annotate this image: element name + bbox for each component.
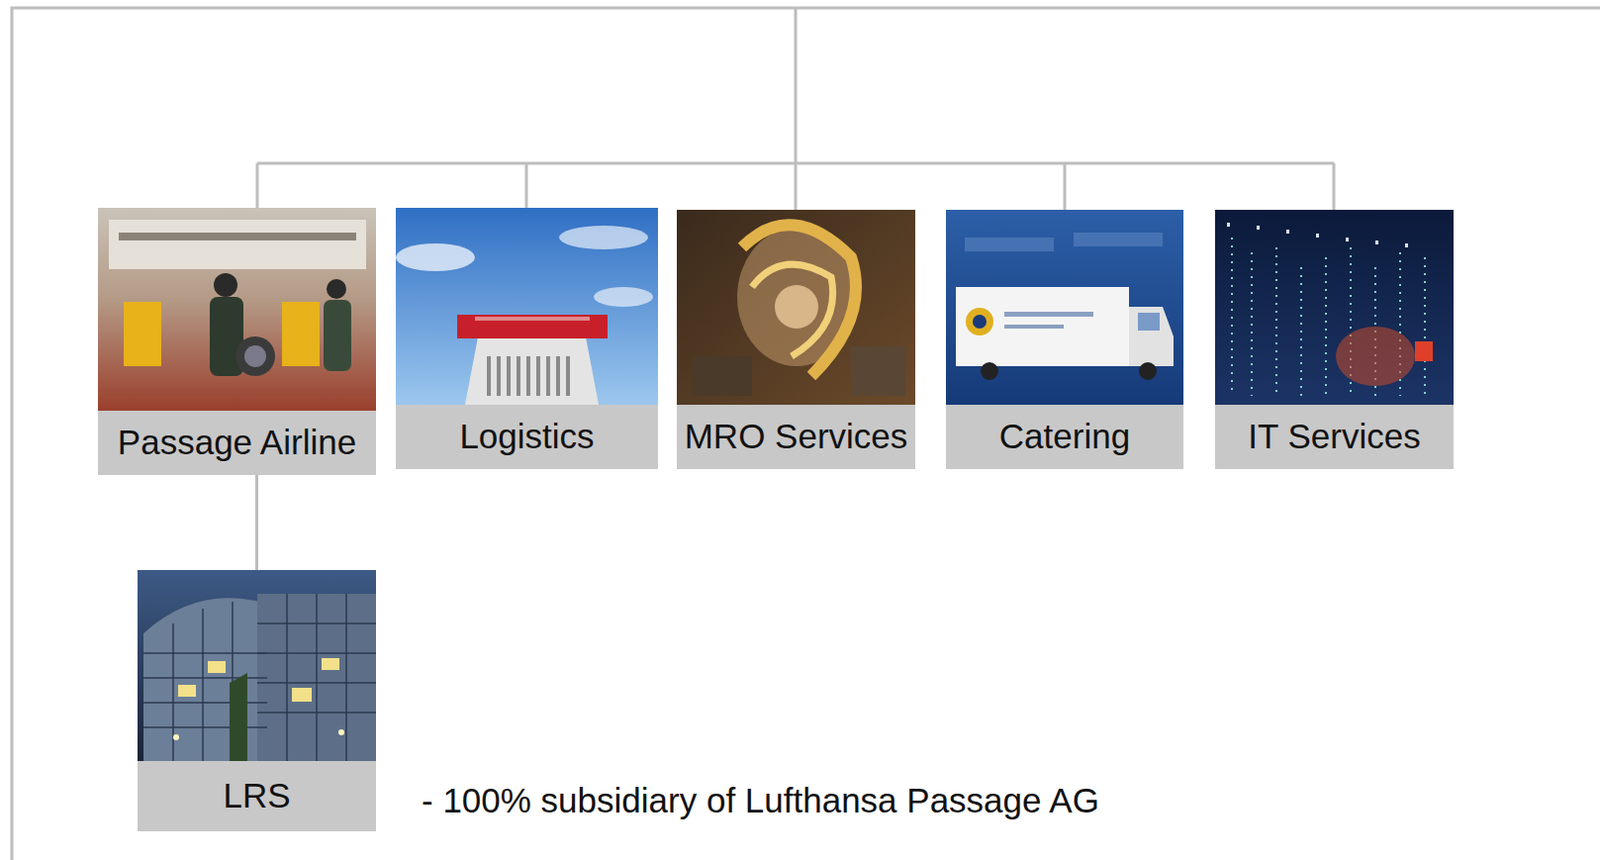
- tree-connector: [255, 474, 259, 570]
- it-photo: [1215, 209, 1454, 405]
- box-label: MRO Services: [676, 404, 916, 470]
- box-label: Logistics: [395, 404, 659, 470]
- mro-photo: [676, 209, 916, 405]
- note-text: - 100% subsidiary of Lufthansa Passage A…: [421, 781, 1100, 821]
- box-label: Catering: [945, 404, 1184, 470]
- org-box: Logistics: [395, 207, 659, 470]
- box-label: IT Services: [1215, 404, 1454, 470]
- box-label: Passage Airline: [97, 410, 377, 475]
- drop-line: [1332, 163, 1336, 210]
- trunk-line: [794, 7, 798, 164]
- drop-line: [794, 163, 798, 210]
- drop-line: [525, 163, 529, 208]
- passage-photo: [97, 207, 377, 411]
- org-box: IT Services: [1215, 209, 1454, 470]
- org-box: Passage Airline: [97, 207, 377, 475]
- org-box: MRO Services: [676, 209, 916, 470]
- drop-line: [256, 163, 260, 208]
- logistics-photo: [395, 207, 659, 405]
- org-box: LRS: [137, 569, 377, 832]
- box-label: LRS: [137, 760, 377, 832]
- tree-lines: [11, 7, 1600, 860]
- catering-photo: [945, 209, 1184, 405]
- drop-line: [1063, 163, 1067, 210]
- lrs-photo: [137, 569, 377, 761]
- frame-line: [11, 7, 1600, 860]
- org-box: Catering: [945, 209, 1184, 470]
